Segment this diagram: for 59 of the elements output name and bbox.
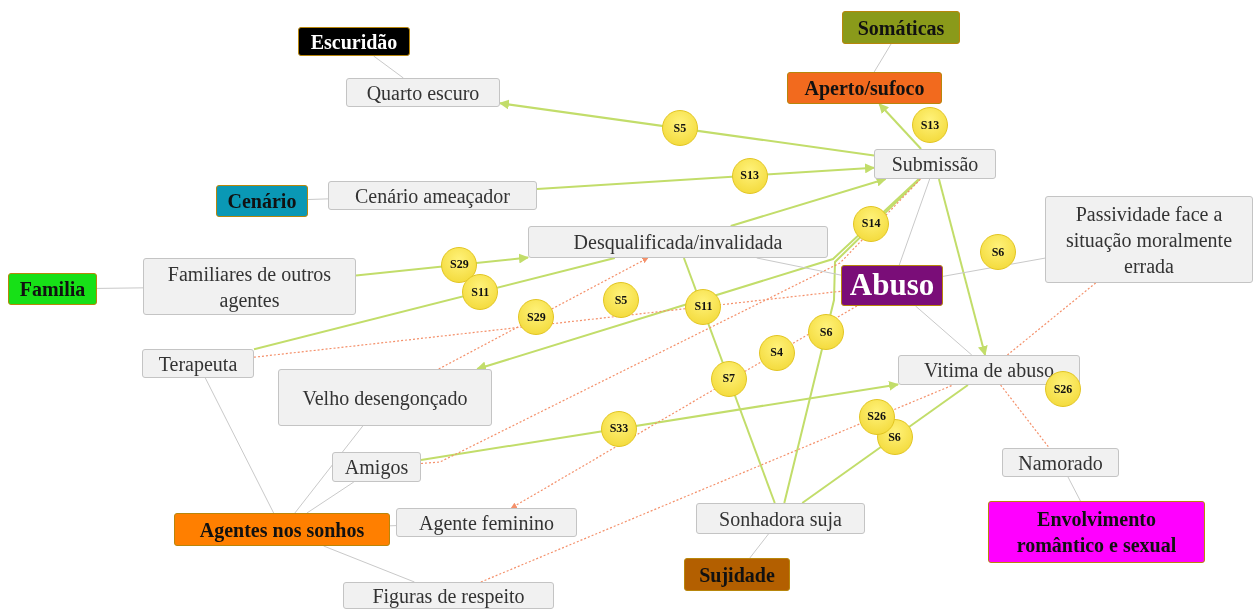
connector-line bbox=[253, 257, 616, 351]
concept-box: Figuras de respeito bbox=[343, 582, 554, 609]
connector-line bbox=[389, 525, 397, 527]
concept-box: Quarto escuro bbox=[346, 78, 500, 107]
connector-line bbox=[306, 481, 355, 514]
connector-line bbox=[307, 198, 329, 200]
concept-box: Terapeuta bbox=[142, 349, 254, 378]
connector-line bbox=[915, 305, 973, 356]
connector-line bbox=[323, 545, 415, 583]
callout-bubble: S5 bbox=[603, 282, 639, 318]
connector-line bbox=[373, 55, 404, 79]
category-tag: Somáticas bbox=[842, 11, 960, 44]
connector-line bbox=[480, 384, 954, 583]
connector-line bbox=[253, 290, 842, 358]
connector-line bbox=[873, 43, 892, 73]
connector-line bbox=[1000, 384, 1050, 449]
arrow bbox=[438, 257, 649, 370]
edge-label: S13 bbox=[731, 157, 768, 194]
edge-label: S14 bbox=[853, 205, 890, 242]
concept-box: Velho desengonçado bbox=[278, 369, 492, 426]
callout-bubble: S6 bbox=[980, 234, 1016, 270]
category-tag: Sujidade bbox=[684, 558, 790, 591]
edge-label: S29 bbox=[518, 299, 555, 336]
edge-label: S11 bbox=[462, 274, 499, 311]
connector-line bbox=[749, 533, 769, 559]
edge-label: S33 bbox=[601, 410, 637, 447]
central-concept-box: Abuso bbox=[841, 265, 943, 306]
arrow bbox=[937, 178, 988, 356]
callout-bubble: S13 bbox=[912, 107, 948, 143]
concept-box: Desqualificada/invalidada bbox=[528, 226, 828, 258]
edge-label: S4 bbox=[758, 334, 795, 371]
category-tag: Cenário bbox=[216, 185, 308, 217]
edge-label: S5 bbox=[661, 110, 698, 147]
connector-line bbox=[96, 287, 144, 289]
connector-line bbox=[1006, 282, 1097, 356]
category-tag: Escuridão bbox=[298, 27, 410, 56]
concept-box: Submissão bbox=[874, 149, 996, 179]
category-tag: Aperto/sufoco bbox=[787, 72, 942, 104]
edge-label: S29 bbox=[441, 246, 478, 283]
arrow bbox=[420, 380, 899, 461]
category-tag: Familia bbox=[8, 273, 97, 305]
edge-label: S6 bbox=[808, 314, 845, 351]
edge-label: S11 bbox=[685, 288, 722, 325]
concept-box: Passividade face a situação moralmente errada bbox=[1045, 196, 1253, 283]
arrow bbox=[499, 99, 875, 157]
concept-box: Agente feminino bbox=[396, 508, 577, 537]
connector-line bbox=[204, 377, 275, 514]
connector-line bbox=[898, 178, 931, 266]
arrow bbox=[536, 163, 875, 190]
category-tag: Envolvimento romântico e sexual bbox=[988, 501, 1205, 563]
concept-box: Namorado bbox=[1002, 448, 1119, 477]
edge-label: S7 bbox=[710, 360, 747, 397]
concept-box: Amigos bbox=[332, 452, 421, 482]
concept-box: Sonhadora suja bbox=[696, 503, 865, 534]
connector-line bbox=[420, 178, 922, 465]
concept-box: Cenário ameaçador bbox=[328, 181, 537, 210]
connector-line bbox=[1067, 476, 1081, 502]
category-tag: Agentes nos sonhos bbox=[174, 513, 390, 546]
concept-box: Familiares de outros agentes bbox=[143, 258, 356, 315]
